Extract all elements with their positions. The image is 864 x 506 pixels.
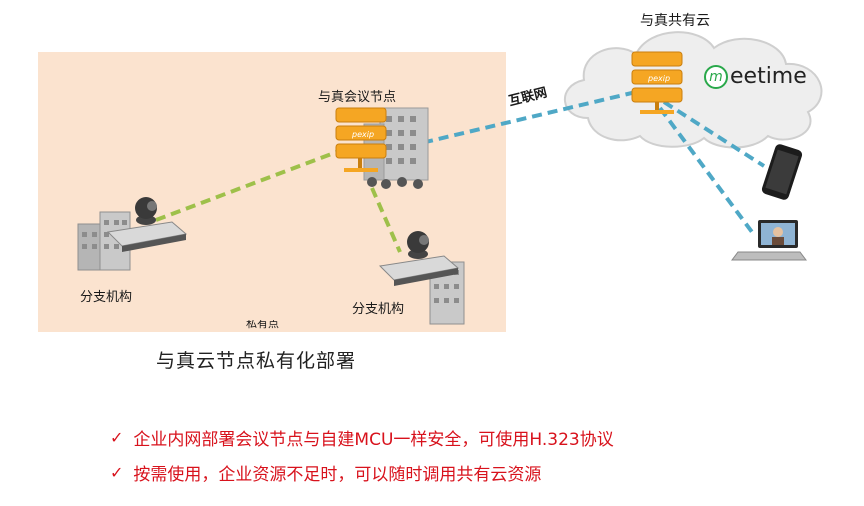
camera-codec-icon	[378, 231, 460, 286]
meetime-logo: m eetime	[704, 64, 807, 89]
bullet-point-2: ✓ 按需使用，企业资源不足时，可以随时调用共有云资源	[110, 460, 541, 485]
meetime-icon: m	[704, 64, 728, 89]
green-links	[155, 148, 402, 253]
server-stack-icon: pexip	[631, 51, 683, 114]
server-stack-icon: pexip	[335, 107, 387, 172]
blue-links	[391, 90, 766, 234]
smartphone-icon	[761, 144, 803, 200]
diagram-caption: 与真云节点私有化部署	[156, 350, 357, 372]
link-left-branch	[155, 148, 343, 222]
link-laptop	[658, 106, 754, 234]
bullet-text: 按需使用，企业资源不足时，可以随时调用共有云资源	[133, 465, 542, 485]
link-internet	[391, 90, 637, 152]
meetime-text: eetime	[730, 64, 807, 89]
server-brand: pexip	[647, 74, 670, 83]
public-cloud-label: 与真共有云	[640, 13, 710, 29]
camera-codec-icon	[106, 197, 188, 252]
check-icon: ✓	[110, 463, 124, 482]
partial-text: 私有点	[246, 320, 279, 330]
link-phone	[662, 100, 766, 168]
bullet-text: 企业内网部署会议节点与自建MCU一样安全，可使用H.323协议	[133, 430, 614, 450]
private-zone	[38, 52, 506, 332]
laptop-icon	[731, 220, 807, 261]
link-right-branch	[370, 187, 402, 253]
branch-right-label: 分支机构	[352, 302, 405, 317]
cloud-icon	[564, 31, 823, 149]
meeting-node-label: 与真会议节点	[318, 90, 397, 105]
server-brand: pexip	[351, 130, 374, 139]
check-icon: ✓	[110, 428, 124, 447]
bullet-point-1: ✓ 企业内网部署会议节点与自建MCU一样安全，可使用H.323协议	[110, 425, 614, 450]
branch-left-label: 分支机构	[80, 290, 133, 305]
